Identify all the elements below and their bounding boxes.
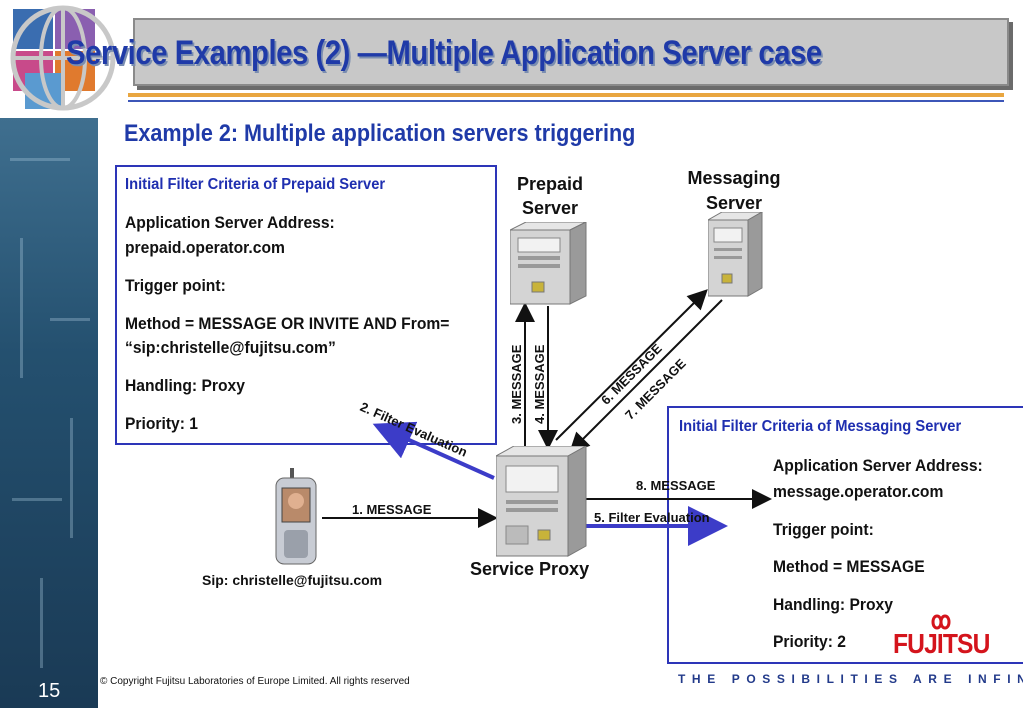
- service-proxy-icon: [496, 446, 588, 557]
- step-5-label: 5. Filter Evaluation: [594, 510, 710, 525]
- messaging-ifc-header: Initial Filter Criteria of Messaging Ser…: [679, 418, 962, 435]
- arrow-7-message: [569, 299, 723, 453]
- prepaid-ifc-box: Initial Filter Criteria of Prepaid Serve…: [115, 165, 497, 445]
- globe-logo-icon: [10, 5, 116, 111]
- title-underline: [128, 93, 1004, 97]
- arrow-6-message: [555, 289, 708, 441]
- prepaid-ifc-line: Handling: Proxy: [125, 376, 245, 395]
- decorative-sidebar: [0, 118, 98, 708]
- messaging-server-label-line: Messaging: [687, 168, 781, 188]
- fujitsu-wordmark: FUJITSU: [893, 628, 990, 659]
- mobile-phone-icon: [275, 468, 317, 565]
- prepaid-server-label: Prepaid Server: [510, 172, 590, 220]
- prepaid-ifc-line: Priority: 1: [125, 414, 199, 433]
- prepaid-server-icon: [510, 222, 587, 305]
- copyright-notice: © Copyright Fujitsu Laboratories of Euro…: [100, 676, 410, 687]
- step-4-label: 4. MESSAGE: [532, 344, 547, 424]
- step-1-label: 1. MESSAGE: [352, 502, 432, 517]
- messaging-server-label: Messaging Server: [674, 166, 794, 216]
- prepaid-ifc-header: Initial Filter Criteria of Prepaid Serve…: [125, 176, 386, 193]
- page-number: 15: [38, 680, 61, 702]
- step-8-label: 8. MESSAGE: [636, 478, 716, 493]
- messaging-ifc-line: message.operator.com: [773, 482, 944, 501]
- prepaid-server-label-line: Prepaid: [516, 174, 584, 194]
- slide-subtitle: Example 2: Multiple application servers …: [124, 120, 636, 147]
- messaging-ifc-line: Application Server Address:: [773, 456, 983, 475]
- messaging-ifc-line: Trigger point:: [773, 520, 874, 539]
- service-proxy-label: Service Proxy: [470, 559, 590, 579]
- arrow-2-filter-evaluation: [372, 421, 495, 480]
- prepaid-ifc-line: Method = MESSAGE OR INVITE AND From=: [125, 314, 450, 333]
- prepaid-ifc-line: “sip:christelle@fujitsu.com”: [125, 338, 336, 357]
- step-3-label: 3. MESSAGE: [509, 344, 524, 424]
- fujitsu-infinity-icon: [931, 614, 951, 630]
- messaging-ifc-line: Priority: 2: [773, 632, 847, 651]
- messaging-ifc-line: Handling: Proxy: [773, 595, 893, 614]
- messaging-ifc-line: Method = MESSAGE: [773, 557, 925, 576]
- prepaid-ifc-line: Application Server Address:: [125, 213, 335, 232]
- prepaid-ifc-line: Trigger point:: [125, 276, 226, 295]
- user-sip-label: Sip: christelle@fujitsu.com: [202, 572, 383, 588]
- tagline: THE POSSIBILITIES ARE INFINITE: [678, 672, 1023, 686]
- title-bar: [133, 18, 1009, 86]
- slide-title: Service Examples (2) —Multiple Applicati…: [66, 34, 822, 72]
- messaging-server-label-line: Server: [705, 193, 763, 213]
- messaging-server-icon: [708, 212, 764, 297]
- prepaid-ifc-line: prepaid.operator.com: [125, 238, 285, 257]
- title-underline-secondary: [128, 100, 1004, 102]
- prepaid-server-label-line: Server: [521, 198, 579, 218]
